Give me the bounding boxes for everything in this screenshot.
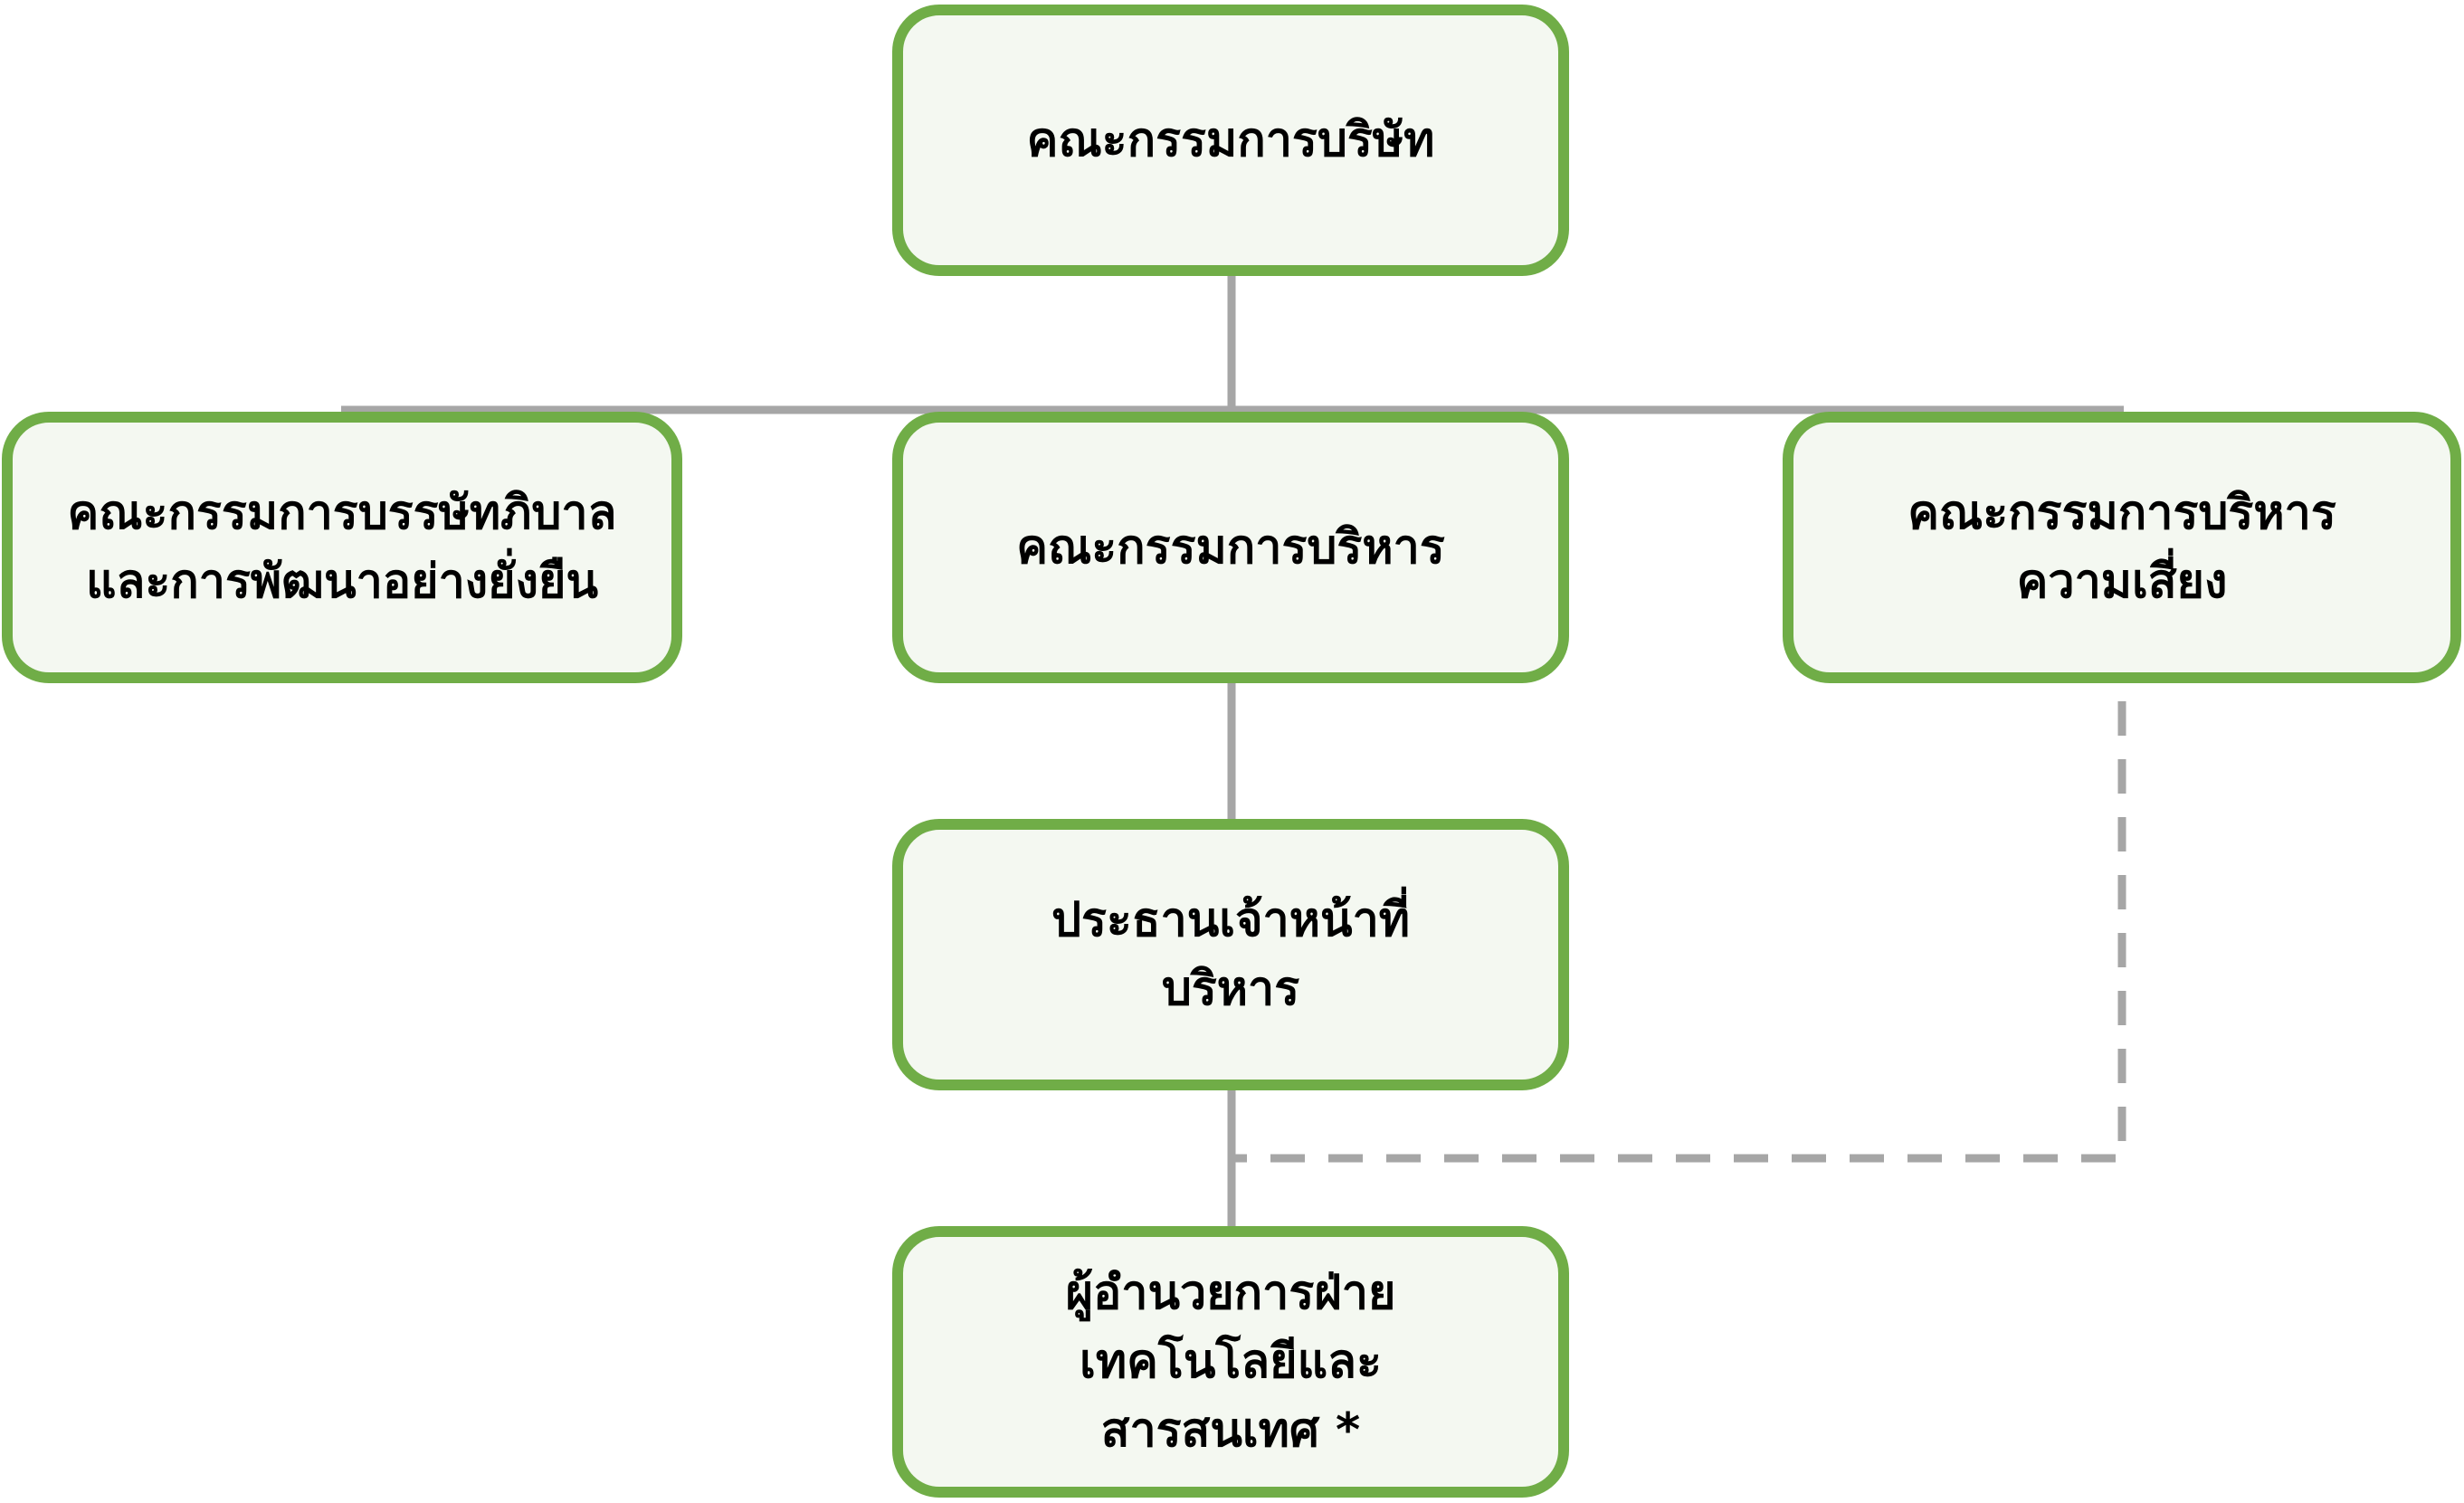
node-it-director: ผู้อำนวยการฝ่ายเทคโนโลยีและสารสนเทศ *	[892, 1226, 1569, 1498]
node-label: คณะกรรมการบรรษัทภิบาล และการพัฒนาอย่างยั…	[67, 486, 617, 609]
node-governance-committee: คณะกรรมการบรรษัทภิบาล และการพัฒนาอย่างยั…	[2, 412, 682, 683]
node-label: ประธานเจ้าหน้าที่บริหาร	[1051, 893, 1411, 1016]
node-risk-committee: คณะกรรมการบริหารความเสี่ยง	[1783, 412, 2461, 683]
node-ceo: ประธานเจ้าหน้าที่บริหาร	[892, 819, 1569, 1090]
node-label: ผู้อำนวยการฝ่ายเทคโนโลยีและสารสนเทศ *	[1065, 1266, 1396, 1458]
dashed-connector-risk-to-it	[1235, 701, 2126, 1163]
node-label: คณะกรรมการบริษัท	[1026, 113, 1435, 167]
node-executive-committee: คณะกรรมการบริหาร	[892, 412, 1569, 683]
node-board: คณะกรรมการบริษัท	[892, 5, 1569, 276]
node-label: คณะกรรมการบริหาร	[1016, 520, 1445, 575]
node-label: คณะกรรมการบริหารความเสี่ยง	[1907, 486, 2336, 609]
